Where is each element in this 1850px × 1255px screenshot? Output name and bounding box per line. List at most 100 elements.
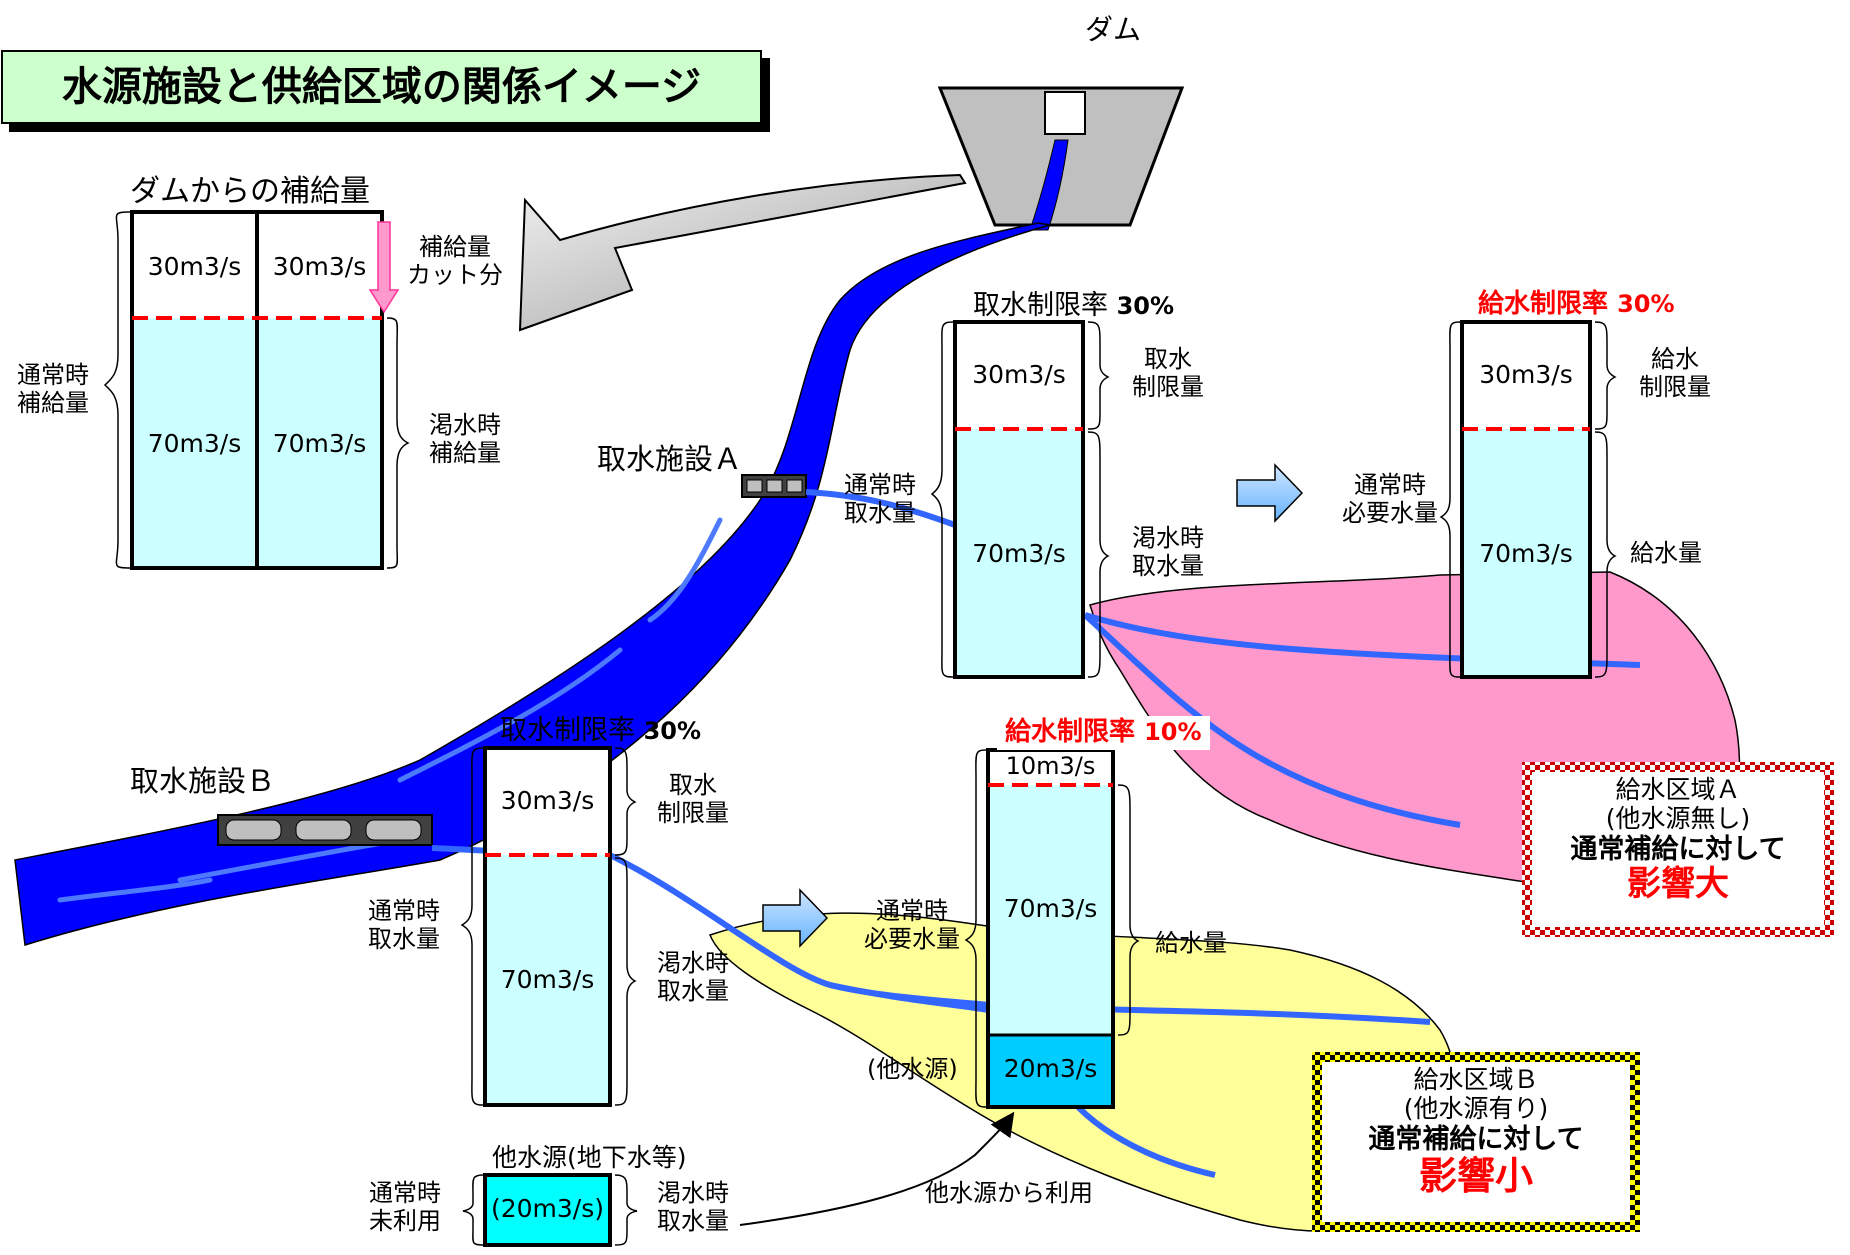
supply-a-top-value: 30m3/s <box>1479 360 1573 389</box>
pipe-a-branch <box>1082 612 1461 828</box>
facility-b-restriction: 取水制限率 30% <box>500 715 701 746</box>
supply-b-brace-supply <box>1117 784 1140 1036</box>
other-source-normal-label: 通常時 未利用 <box>369 1179 441 1235</box>
other-source-heading: 他水源(地下水等) <box>492 1143 687 1172</box>
dam-supply-heading: ダムからの補給量 <box>130 174 370 209</box>
supply-b-top-value: 10m3/s <box>1005 752 1096 780</box>
supply-a-brace-normal <box>1439 321 1461 678</box>
other-source-drought-label: 渇水時 取水量 <box>657 1179 729 1235</box>
supply-a-restriction-value: 30% <box>1617 290 1675 318</box>
facility-b-bottom-value: 70m3/s <box>500 965 595 994</box>
supply-a-restriction-label: 給水制限率 <box>1478 289 1609 319</box>
dam-label: ダム <box>1085 13 1142 46</box>
supply-b-other-label: (他水源) <box>867 1055 958 1083</box>
supply-b-chart-other <box>988 1035 1113 1107</box>
dam-chart-col1-top <box>132 212 257 318</box>
other-source-brace-drought <box>614 1174 638 1246</box>
transfer-arrow-b <box>762 888 829 948</box>
facility-a-chart-top <box>955 322 1083 429</box>
facility-a-limit-label: 取水 制限量 <box>1132 345 1204 401</box>
facility-b-restriction-value: 30% <box>643 717 702 745</box>
other-source-brace-normal <box>462 1174 484 1246</box>
supply-a-brace-limit <box>1594 321 1617 430</box>
supply-b-restriction-label: 給水制限率 <box>1005 717 1136 747</box>
dam-normal-label: 通常時 補給量 <box>17 361 89 417</box>
dam-brace-normal <box>103 211 131 569</box>
dam-chart-col2-bottom <box>257 318 382 568</box>
facility-b-drought-label: 渇水時 取水量 <box>657 949 729 1005</box>
supply-a-bottom-value: 70m3/s <box>1479 539 1573 568</box>
transfer-arrow-a <box>1236 463 1304 523</box>
supply-a-limit-label: 給水 制限量 <box>1639 345 1711 401</box>
facility-a-brace-normal <box>930 321 954 678</box>
supply-a-chart-top <box>1462 322 1590 429</box>
pipe-a-intake <box>805 489 957 528</box>
dam-gate <box>1044 91 1086 135</box>
supply-area-b-name: 給水区域Ｂ <box>1413 1065 1539 1094</box>
facility-b-normal-label: 通常時 取水量 <box>368 897 440 953</box>
dam-drought-label: 渇水時 補給量 <box>429 411 501 467</box>
supply-area-b-impact: 影響小 <box>1418 1153 1533 1198</box>
supply-area-b-note: (他水源有り) <box>1403 1093 1549 1123</box>
facility-b-chart-bottom <box>485 855 610 1105</box>
supply-b-chart-middle <box>988 785 1113 1035</box>
dam-chart-col1-bottom <box>132 318 257 568</box>
dam-col1-top-value: 30m3/s <box>147 252 242 281</box>
facility-a-normal-label: 通常時 取水量 <box>844 471 916 527</box>
supply-b-bottom-value: 20m3/s <box>1003 1054 1098 1083</box>
other-source-use-arrow <box>739 1111 1015 1226</box>
dam-chart-col2-top <box>257 212 382 318</box>
intake-a-gate-2 <box>766 479 783 493</box>
intake-a-gate-1 <box>746 479 763 493</box>
supply-a-chart-frame <box>1460 320 1592 679</box>
dam-supply-arrow <box>518 173 967 332</box>
facility-b-brace-drought <box>614 857 637 1106</box>
dam-brace-drought <box>386 317 410 569</box>
supply-b-required-label: 通常時 必要水量 <box>864 897 960 953</box>
facility-a-chart-bottom <box>955 429 1083 677</box>
supply-b-supply-label: 給水量 <box>1155 929 1227 957</box>
supply-b-middle-value: 70m3/s <box>1003 894 1098 923</box>
cut-down-arrow <box>368 221 400 314</box>
intake-b-gate-3 <box>365 819 422 841</box>
facility-a-brace-limit <box>1087 321 1110 430</box>
facility-b-limit-label: 取水 制限量 <box>657 771 729 827</box>
supply-area-a-note: (他水源無し) <box>1605 803 1751 833</box>
facility-a-restriction-label: 取水制限率 <box>973 290 1108 321</box>
intake-b-gate-2 <box>295 819 352 841</box>
facility-a-restriction: 取水制限率 30% <box>973 290 1174 321</box>
facility-a-restriction-value: 30% <box>1116 292 1175 320</box>
intake-b-gate-1 <box>225 819 282 841</box>
supply-area-a-impact: 影響大 <box>1627 863 1729 904</box>
dam-col1-bottom-value: 70m3/s <box>147 429 242 458</box>
supply-a-chart-bottom <box>1462 429 1590 677</box>
facility-b-brace-normal <box>460 747 484 1106</box>
facility-b-restriction-label: 取水制限率 <box>500 715 635 746</box>
pipe-b-merge <box>829 982 991 1008</box>
supply-a-brace-supply <box>1594 431 1617 678</box>
intake-facility-a-label: 取水施設Ａ <box>597 442 743 476</box>
supply-area-a-box: 給水区域Ａ (他水源無し) 通常補給に対して 影響大 <box>1532 772 1824 927</box>
dam-cut-label: 補給量 カット分 <box>407 233 503 289</box>
supply-area-a-name: 給水区域Ａ <box>1615 775 1741 804</box>
other-source-box <box>483 1173 612 1247</box>
facility-a-bottom-value: 70m3/s <box>972 539 1066 568</box>
title-banner: 水源施設と供給区域の関係イメージ <box>1 50 762 124</box>
supply-area-a-relation: 通常補給に対して <box>1570 833 1786 865</box>
supply-a-supply-label: 給水量 <box>1630 539 1702 567</box>
supply-area-b-relation: 通常補給に対して <box>1368 1123 1584 1155</box>
facility-b-top-value: 30m3/s <box>500 786 595 815</box>
supply-a-required-label: 通常時 必要水量 <box>1342 471 1438 527</box>
supply-area-b-box: 給水区域Ｂ (他水源有り) 通常補給に対して 影響小 <box>1322 1062 1630 1222</box>
other-source-use-label: 他水源から利用 <box>925 1179 1093 1207</box>
supply-b-restriction-value: 10% <box>1144 718 1202 746</box>
dam-col2-bottom-value: 70m3/s <box>272 429 367 458</box>
other-source-value: (20m3/s) <box>490 1194 605 1223</box>
supply-b-restriction: 給水制限率 10% <box>997 716 1210 750</box>
river-highlight <box>57 517 723 903</box>
facility-a-brace-drought <box>1087 431 1110 678</box>
supply-a-restriction: 給水制限率 30% <box>1478 289 1675 320</box>
supply-b-chart-frame <box>986 748 1115 1109</box>
dam-spillway <box>1029 139 1069 231</box>
facility-a-chart-frame <box>953 320 1085 679</box>
